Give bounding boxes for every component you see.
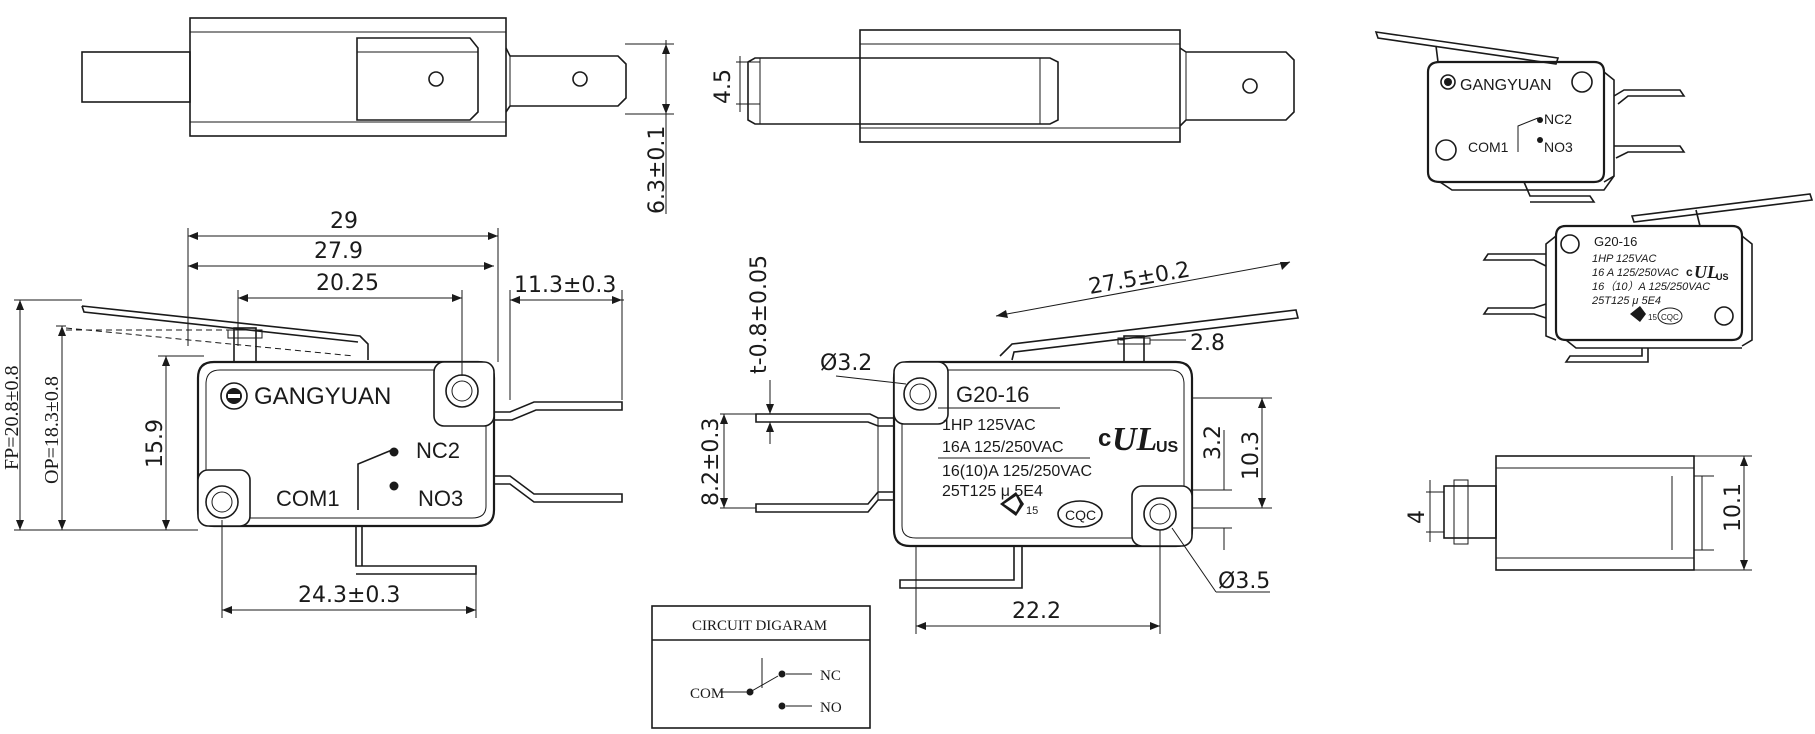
dim-11-3: 11.3±0.3 xyxy=(514,273,616,298)
iso-view-top: GANGYUAN NC2 NO3 COM1 xyxy=(1374,31,1686,203)
front-no-label: NO3 xyxy=(418,486,463,511)
iso-rating-1: 1HP 125VAC xyxy=(1592,253,1656,265)
gangyuan-logo-icon xyxy=(220,382,248,410)
circuit-nc-label: NC xyxy=(820,668,841,684)
front-brand-label: GANGYUAN xyxy=(254,383,391,410)
dim-phi-3-2: Ø3.2 xyxy=(820,351,872,376)
ccc-mark-icon: 15 xyxy=(1000,492,1038,517)
circuit-no-label: NO xyxy=(820,700,842,716)
dim-4: 4 xyxy=(1405,510,1430,524)
dim-fp: FP=20.8±0.8 xyxy=(1,365,23,470)
dim-15-9: 15.9 xyxy=(143,419,168,468)
dim-20-25: 20.25 xyxy=(316,271,379,296)
top-view-left: 6.3±0.1 xyxy=(81,17,674,214)
dim-22-2: 22.2 xyxy=(1012,599,1061,624)
dim-10-3: 10.3 xyxy=(1239,431,1264,480)
front-view: GANGYUAN NC2 NO3 COM1 29 27.9 20.25 xyxy=(1,209,624,618)
circuit-diagram: CIRCUIT DIGARAM COM NC NO xyxy=(651,605,871,729)
svg-text:CQC: CQC xyxy=(1065,507,1096,523)
back-rating-4: 25T125 μ 5E4 xyxy=(942,483,1043,500)
back-model-label: G20-16 xyxy=(956,382,1029,407)
dim-3-2: 3.2 xyxy=(1201,425,1226,460)
svg-text:c: c xyxy=(1098,425,1111,452)
svg-text:UL: UL xyxy=(1694,262,1718,282)
back-view: G20-16 1HP 125VAC 16A 125/250VAC 16(10)A… xyxy=(699,255,1299,634)
iso-nc-label: NC2 xyxy=(1544,111,1572,127)
iso-ul-listed-icon: c UL US xyxy=(1686,262,1729,282)
dim-29: 29 xyxy=(330,209,358,234)
iso-rating-4: 25T125 μ 5E4 xyxy=(1591,295,1661,307)
dim-27-5: 27.5±0.2 xyxy=(1087,258,1192,300)
iso-ccc-mark-icon xyxy=(1630,306,1646,322)
back-rating-1: 1HP 125VAC xyxy=(942,417,1036,434)
dim-24-3: 24.3±0.3 xyxy=(298,583,400,608)
svg-text:US: US xyxy=(1716,272,1729,282)
iso-rating-3: 16（10）A 125/250VAC xyxy=(1592,280,1710,293)
iso-brand-label: GANGYUAN xyxy=(1460,77,1552,94)
dim-op: OP=18.3±0.8 xyxy=(41,376,63,484)
dim-2-8: 2.8 xyxy=(1190,331,1225,356)
dim-top-height: 6.3±0.1 xyxy=(645,126,670,214)
front-com-label: COM1 xyxy=(276,486,340,511)
iso-no-label: NO3 xyxy=(1544,139,1573,155)
iso-view-bottom: G20-16 1HP 125VAC 16 A 125/250VAC 16（10）… xyxy=(1482,193,1814,363)
svg-text:UL: UL xyxy=(1112,421,1157,458)
svg-text:15: 15 xyxy=(1026,505,1038,517)
dim-thickness: t-0.8±0.05 xyxy=(747,255,772,374)
iso-com-label: COM1 xyxy=(1468,139,1509,155)
iso-model-label: G20-16 xyxy=(1594,234,1637,249)
side-view: 10.1 4 xyxy=(1405,455,1752,571)
svg-text:US: US xyxy=(1156,439,1179,456)
iso-ccc-num: 15 xyxy=(1648,313,1657,322)
front-nc-label: NC2 xyxy=(416,438,460,463)
dim-8-2: 8.2±0.3 xyxy=(699,418,724,506)
ul-listed-icon: c UL US xyxy=(1098,421,1179,458)
cqc-mark-icon: CQC xyxy=(1057,500,1103,528)
iso-cqc-mark-icon: CQC xyxy=(1657,307,1683,325)
dim-27-9: 27.9 xyxy=(314,239,363,264)
circuit-com-label: COM xyxy=(690,686,724,702)
back-rating-2: 16A 125/250VAC xyxy=(942,439,1064,456)
top-view-middle: 4.5 xyxy=(711,29,1295,143)
back-rating-3: 16(10)A 125/250VAC xyxy=(942,463,1092,480)
dim-phi-3-5: Ø3.5 xyxy=(1218,569,1270,594)
dim-10-1: 10.1 xyxy=(1721,483,1746,532)
svg-text:CQC: CQC xyxy=(1661,313,1679,322)
svg-text:c: c xyxy=(1686,265,1693,279)
dim-pin: 4.5 xyxy=(711,69,736,104)
circuit-title: CIRCUIT DIGARAM xyxy=(692,618,827,634)
iso-rating-2: 16 A 125/250VAC xyxy=(1592,267,1679,279)
